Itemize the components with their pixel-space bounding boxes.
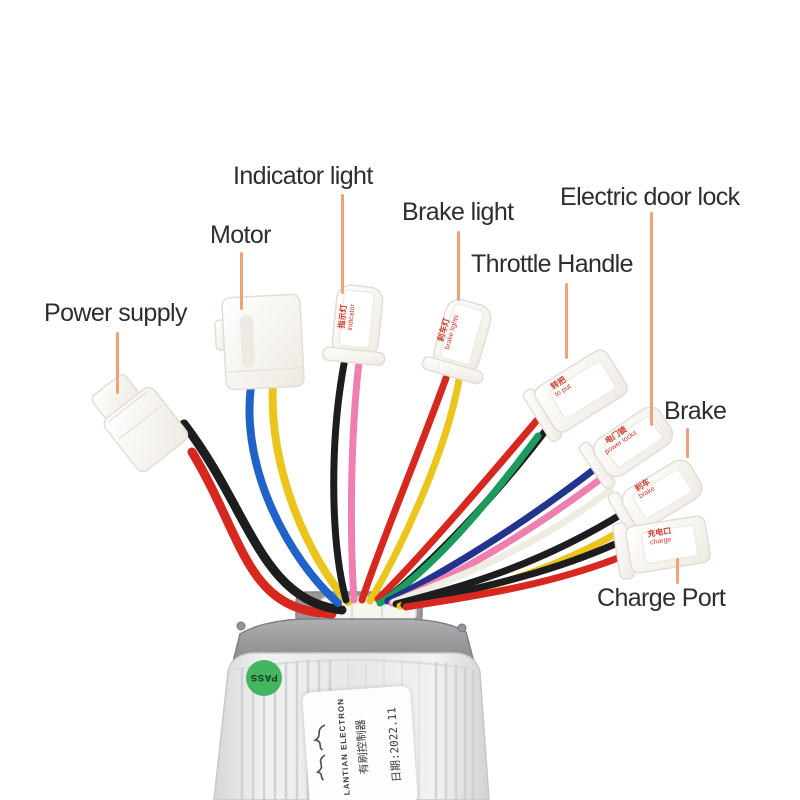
wire-throttle-red bbox=[374, 408, 548, 603]
callout-electric-door-lock: Electric door lock bbox=[560, 183, 740, 211]
leader-motor bbox=[240, 252, 243, 310]
leader-electric-door-lock bbox=[650, 212, 653, 426]
connector-brake bbox=[607, 459, 703, 540]
wire-indicator-pink bbox=[347, 358, 363, 604]
connector-charge-port bbox=[612, 515, 711, 580]
connector-throttle bbox=[522, 349, 628, 443]
wire-motor-blue bbox=[245, 382, 342, 607]
controller-product-text: 有刷控制器 bbox=[355, 718, 371, 775]
controller-date-text: 日期:2022.11 bbox=[385, 706, 404, 783]
tag-indicator: 指示灯 indicator bbox=[337, 303, 358, 331]
leader-brake bbox=[686, 428, 689, 458]
callout-brake-light: Brake light bbox=[402, 198, 514, 226]
connector-power-supply bbox=[91, 374, 189, 473]
connector-motor bbox=[214, 293, 305, 391]
wire-charge-red bbox=[402, 554, 622, 611]
wire-indicator-black bbox=[330, 360, 350, 604]
wire-brakelight-red bbox=[358, 374, 450, 604]
connector-indicator bbox=[322, 284, 386, 367]
leader-power-supply bbox=[116, 332, 119, 394]
wiring-harness bbox=[179, 358, 637, 619]
screw-left bbox=[236, 621, 246, 631]
tag-charge: 充电口 charge bbox=[647, 526, 674, 548]
handwritten-logo-icon bbox=[313, 724, 326, 781]
pass-sticker: PASS bbox=[246, 660, 282, 696]
wire-throttle-green bbox=[376, 432, 542, 607]
controller-label-card: LANTIAN ELECTRON 有刷控制器 日期:2022.11 bbox=[302, 685, 418, 800]
leader-indicator-light bbox=[341, 194, 344, 294]
wire-power-red bbox=[187, 447, 337, 619]
callout-brake: Brake bbox=[664, 397, 727, 425]
leader-throttle-handle bbox=[565, 283, 568, 359]
callout-power-supply: Power supply bbox=[44, 299, 187, 327]
screw-right bbox=[457, 623, 467, 633]
callout-throttle-handle: Throttle Handle bbox=[471, 250, 634, 278]
leader-charge-port bbox=[676, 558, 679, 584]
pass-sticker-text: PASS bbox=[250, 672, 278, 684]
callout-indicator-light: Indicator light bbox=[233, 162, 373, 190]
wire-white bbox=[390, 486, 614, 606]
wire-brake-black bbox=[392, 508, 629, 608]
wire-power-black bbox=[179, 419, 347, 615]
connector-brake-light bbox=[421, 298, 492, 385]
wire-motor-yellow bbox=[268, 379, 352, 606]
connectors bbox=[91, 284, 711, 580]
callout-charge-port: Charge Port bbox=[597, 584, 726, 612]
leader-brake-light bbox=[457, 231, 460, 301]
callout-motor: Motor bbox=[210, 221, 272, 249]
wire-doorlock-navy bbox=[384, 464, 600, 605]
wire-charge-black bbox=[400, 540, 619, 609]
wire-brakelight-yellow bbox=[366, 370, 464, 605]
